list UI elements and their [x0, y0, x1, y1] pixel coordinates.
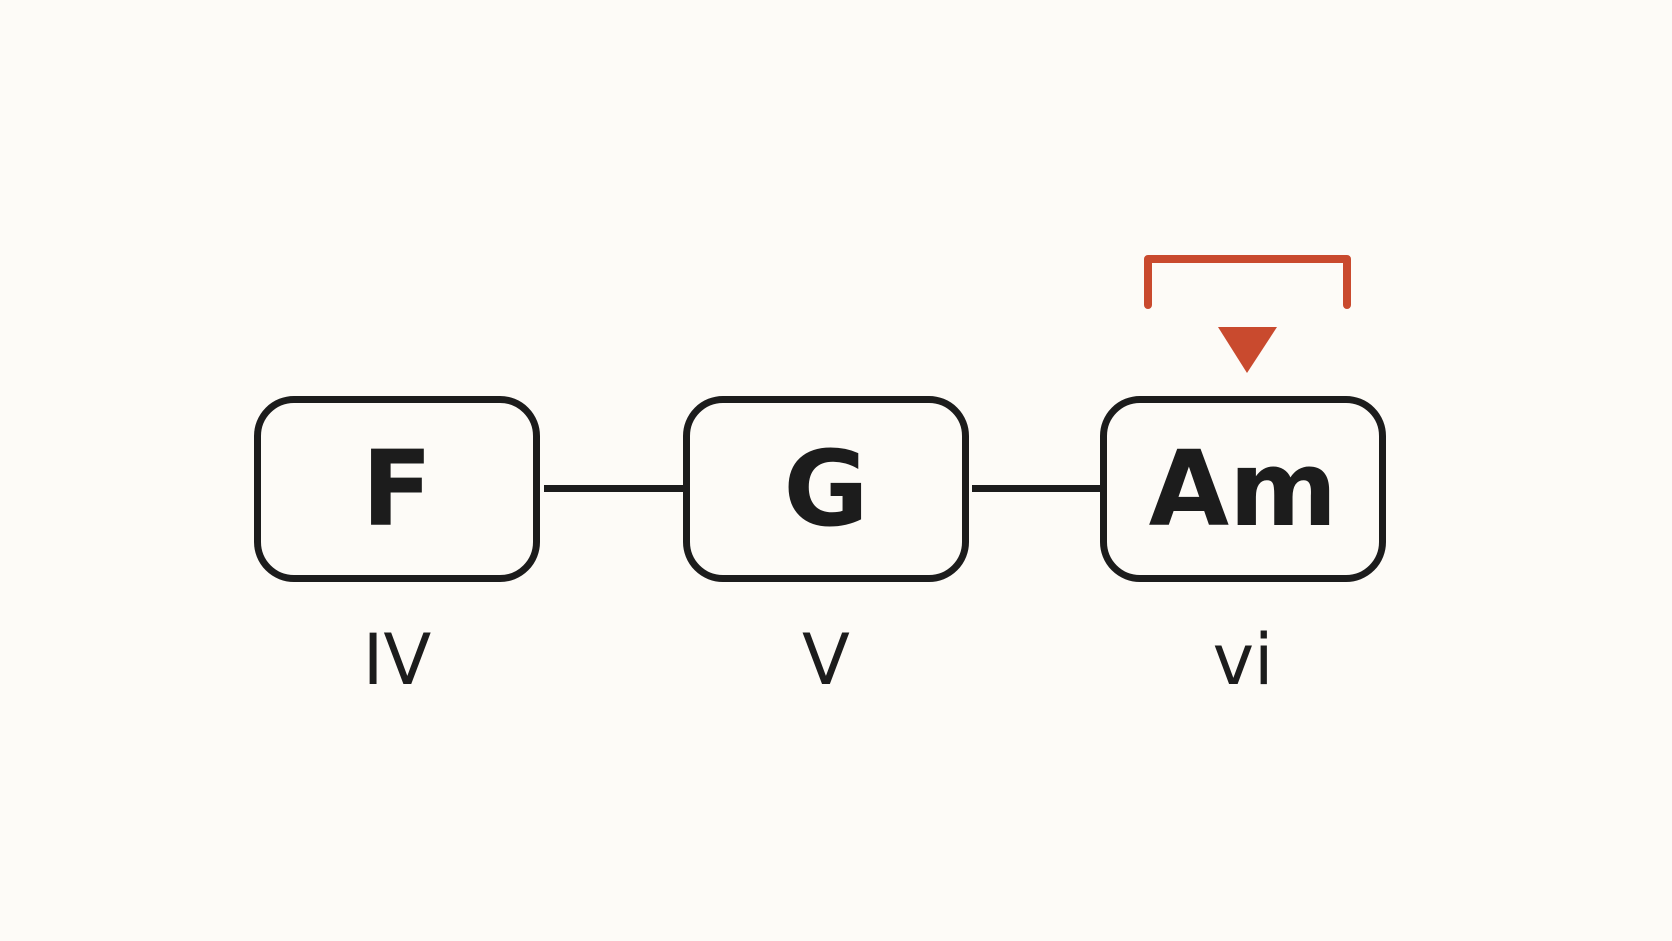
down-triangle-icon	[1218, 327, 1277, 373]
bracket-icon	[1144, 255, 1351, 309]
chord-box-am: Am	[1100, 396, 1386, 582]
chord-name: F	[361, 428, 433, 550]
chord-name: Am	[1148, 428, 1338, 550]
connector-line	[544, 485, 686, 492]
connector-line	[972, 485, 1102, 492]
roman-numeral: IV	[362, 619, 432, 701]
roman-numeral: vi	[1212, 619, 1274, 701]
roman-numeral: V	[802, 619, 850, 701]
chord-box-f: F	[254, 396, 540, 582]
chord-name: G	[783, 428, 869, 550]
chord-box-g: G	[683, 396, 969, 582]
